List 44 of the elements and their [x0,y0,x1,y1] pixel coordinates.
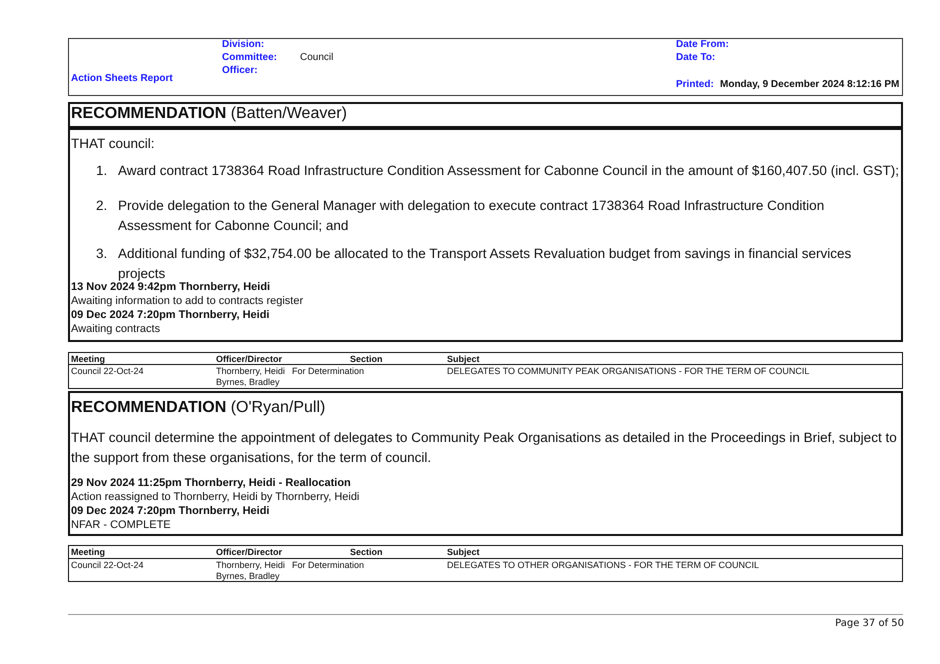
field-label: Committee: [222,52,278,64]
field-label: Date To: [676,52,716,64]
list-number: 2. [96,197,108,215]
note-text: Awaiting information to add to contracts register [71,295,304,309]
note-text: Awaiting contracts [71,323,160,337]
column-header: Meeting [71,354,106,366]
note-text: NFAR - COMPLETE [71,519,171,533]
paragraph-text: THAT council: [71,135,155,153]
table-cell-text: DELEGATES TO OTHER ORGANISATIONS - FOR THE TERM OF COUNCIL [447,560,760,570]
column-header: Officer/Director [216,354,282,366]
section-heading: RECOMMENDATION (Batten/Weaver) [71,104,347,124]
list-item-text: Provide delegation to the General Manager with delegation to execute contract 1738364 Road Infrastructure Condition Assessment for Cabonne Council; and [118,197,826,235]
table-cell-text: For Determination [292,366,364,376]
list-item-text: Award contract 1738364 Road Infrastructure Condition Assessment for Cabonne Council in the amount of $160,407.50 (incl. GST); [118,162,900,180]
field-label: Date From: [676,39,729,52]
note-heading: 09 Dec 2024 7:20pm Thornberry, Heidi [71,309,270,323]
field-label: Division: [222,39,264,52]
column-header: Subject [447,547,480,558]
paragraph-text: THAT council determine the appointment of delegates to Community Peak Organisations as detailed in the Proceedings in Brief, subject to the support from these organisations, for the term of council. [71,429,898,467]
note-heading: 29 Nov 2024 11:25pm Thornberry, Heidi - Reallocation [71,477,351,491]
column-header: Officer/Director [216,547,282,558]
table-cell-text: DELEGATES TO COMMUNITY PEAK ORGANISATIONS - FOR THE TERM OF COUNCIL [447,366,810,376]
table-cell-text: For Determination [292,560,364,570]
field-value: Council [300,52,334,64]
note-heading: 09 Dec 2024 7:20pm Thornberry, Heidi [71,505,270,519]
table-cell-text: Council 22-Oct-24 [71,560,144,570]
field-label: Printed: [676,79,714,92]
table-cell-text: Thornberry, Heidi Byrnes, Bradley [216,560,286,581]
note-heading: 13 Nov 2024 9:42pm Thornberry, Heidi [71,281,270,295]
table-cell-text: Council 22-Oct-24 [71,366,144,376]
column-header: Section [350,354,383,366]
note-text: Action reassigned to Thornberry, Heidi by Thornberry, Heidi [71,491,360,505]
list-item-text: Additional funding of $32,754.00 be allocated to the Transport Assets Revaluation budget from savings in financial services projects [118,245,852,282]
list-number: 3. [96,245,108,263]
section-heading: RECOMMENDATION (O'Ryan/Pull) [71,398,326,418]
column-header: Subject [447,354,480,366]
list-number: 1. [96,162,108,180]
table-cell-text: Thornberry, Heidi Byrnes, Bradley [216,366,286,387]
field-value: Monday, 9 December 2024 8:12:16 PM [720,79,900,92]
column-header: Meeting [71,547,106,558]
field-label: Officer: [222,65,258,78]
column-header: Section [350,547,383,558]
page-number: Page 37 of 50 [834,618,904,630]
report-title: Action Sheets Report [71,73,173,86]
